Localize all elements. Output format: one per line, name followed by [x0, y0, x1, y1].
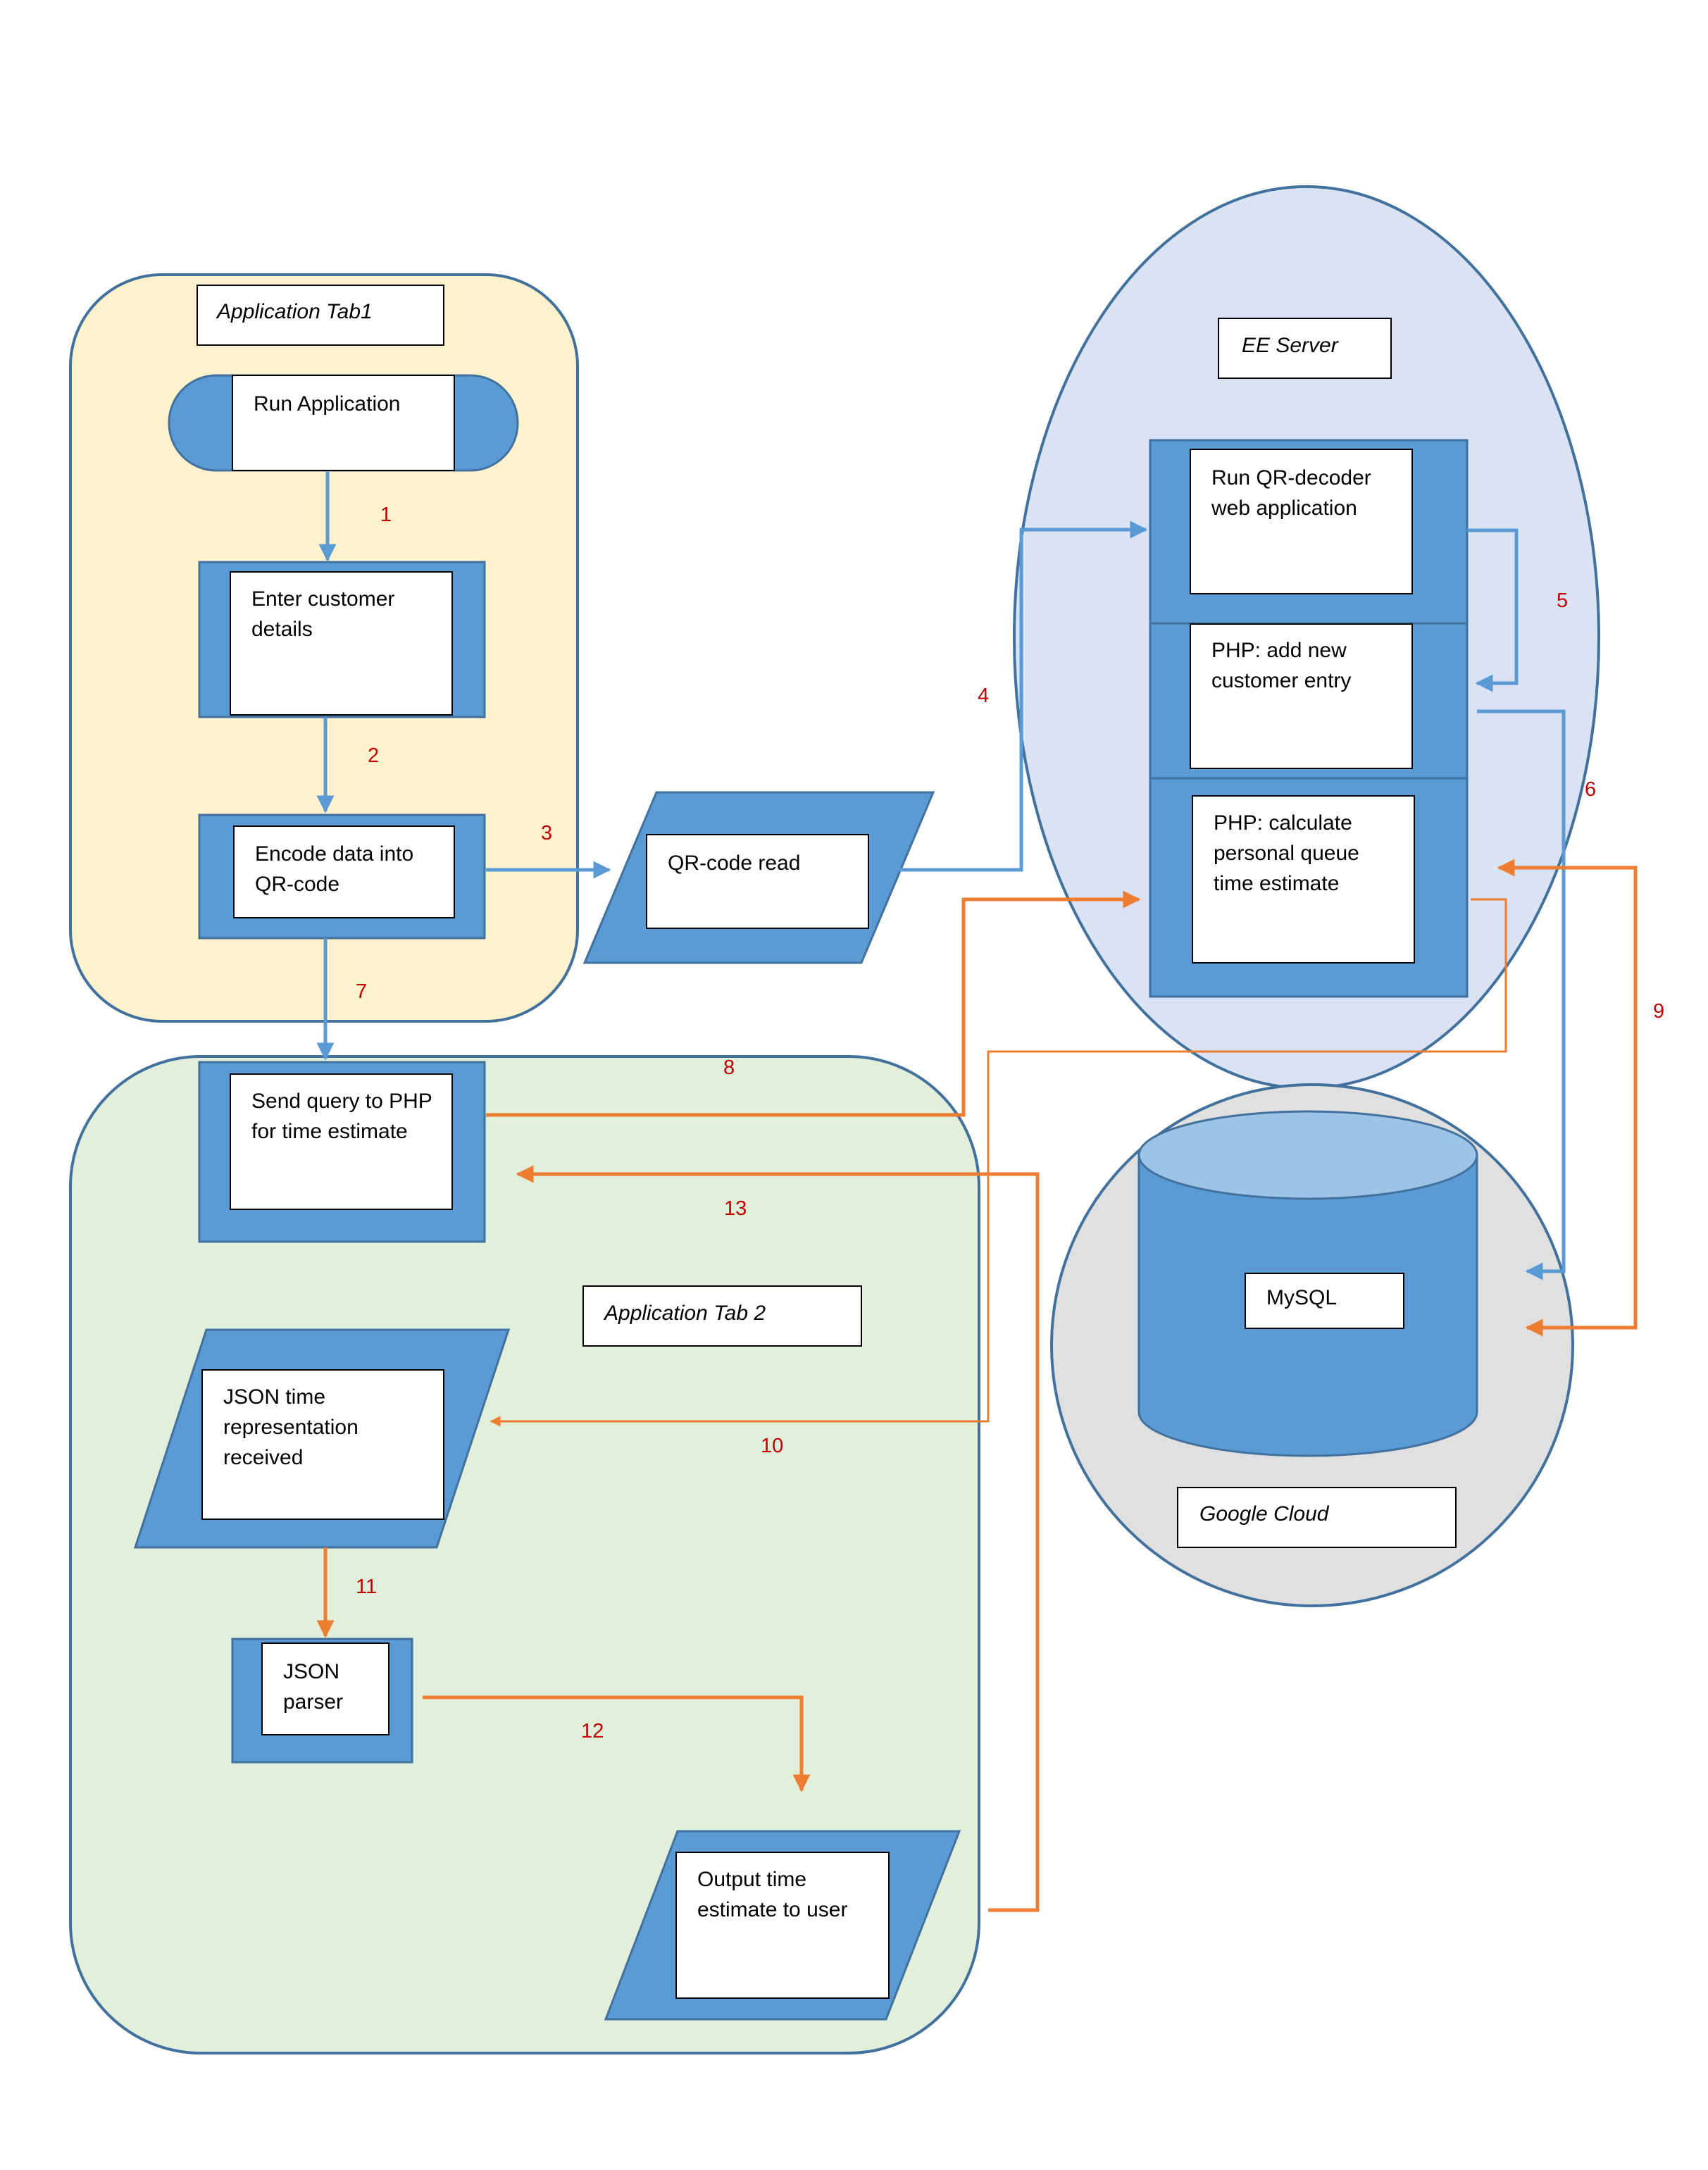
application-tab1-label-text: Application Tab1 [216, 300, 373, 323]
json-parser-line1: JSON [283, 1660, 339, 1683]
google-cloud-label: Google Cloud [1177, 1487, 1457, 1548]
connector-4 [899, 520, 1148, 872]
json-received-node: JSON time representation received [133, 1328, 511, 1549]
connector-12 [423, 1695, 811, 1792]
step-number-12: 12 [581, 1720, 604, 1742]
run-application-node: Run Application [168, 374, 519, 472]
output-estimate-line1: Output time [697, 1868, 806, 1891]
step-number-9: 9 [1653, 1000, 1664, 1023]
qr-code-read-node: QR-code read [582, 791, 935, 964]
connector-6 [1477, 709, 1566, 1280]
google-cloud-label-text: Google Cloud [1199, 1502, 1330, 1526]
json-received-line3: received [223, 1446, 303, 1469]
step-number-2: 2 [368, 744, 379, 767]
step-number-4: 4 [978, 685, 989, 707]
step-number-6: 6 [1585, 778, 1596, 801]
step-number-5: 5 [1557, 590, 1568, 612]
run-application-text: Run Application [254, 392, 400, 416]
enter-customer-details-node: Enter customer details [198, 561, 486, 718]
encode-qr-line2: QR-code [255, 873, 339, 896]
send-query-line1: Send query to PHP [251, 1090, 432, 1113]
application-tab1-label: Application Tab1 [197, 285, 444, 346]
step-number-10: 10 [761, 1435, 783, 1457]
php-add-customer-line2: customer entry [1211, 669, 1351, 692]
php-calculate-node: PHP: calculate personal queue time estim… [1192, 795, 1415, 964]
step-number-7: 7 [356, 980, 367, 1003]
flow-connectors-blue [316, 472, 1566, 1280]
ee-server-label: EE Server [1218, 318, 1392, 379]
json-parser-line2: parser [283, 1690, 343, 1714]
mysql-text: MySQL [1266, 1286, 1337, 1309]
php-calculate-line2: personal queue [1214, 842, 1359, 865]
ee-server-label-text: EE Server [1242, 334, 1339, 357]
step-number-8: 8 [723, 1056, 735, 1079]
qr-code-read-text: QR-code read [668, 852, 800, 875]
encode-qr-line1: Encode data into [255, 842, 413, 866]
step-number-3: 3 [541, 822, 552, 844]
output-estimate-node: Output time estimate to user [604, 1830, 961, 2021]
output-estimate-line2: estimate to user [697, 1898, 847, 1921]
send-query-line2: for time estimate [251, 1120, 408, 1143]
enter-customer-details-line1: Enter customer [251, 587, 394, 611]
json-received-line2: representation [223, 1416, 359, 1439]
php-calculate-line1: PHP: calculate [1214, 811, 1352, 835]
application-tab2-label: Application Tab 2 [582, 1285, 862, 1347]
php-calculate-line3: time estimate [1214, 872, 1339, 895]
encode-qr-node: Encode data into QR-code [198, 813, 486, 940]
step-number-1: 1 [380, 504, 392, 526]
run-qr-decoder-line1: Run QR-decoder [1211, 466, 1371, 490]
enter-customer-details-line2: details [251, 618, 313, 641]
json-parser-node: JSON parser [231, 1638, 413, 1764]
step-number-13: 13 [724, 1197, 747, 1220]
run-qr-decoder-node: Run QR-decoder web application [1190, 449, 1413, 594]
application-tab2-label-text: Application Tab 2 [603, 1302, 766, 1325]
php-add-customer-line1: PHP: add new [1211, 639, 1347, 662]
step-number-11: 11 [356, 1576, 377, 1598]
run-qr-decoder-line2: web application [1211, 497, 1357, 520]
step-numbers: 1 2 3 4 5 6 7 8 9 10 11 12 13 [356, 504, 1664, 1742]
connector-9 [1497, 859, 1638, 1337]
mysql-database-node: MySQL [1137, 1110, 1478, 1457]
json-received-line1: JSON time [223, 1385, 325, 1409]
flow-connectors-orange [316, 859, 1638, 1912]
connector-13 [516, 1165, 1040, 1912]
connector-5 [1467, 528, 1519, 692]
php-add-customer-node: PHP: add new customer entry [1190, 623, 1413, 769]
send-query-node: Send query to PHP for time estimate [198, 1061, 486, 1243]
connector-8 [486, 890, 1141, 1117]
